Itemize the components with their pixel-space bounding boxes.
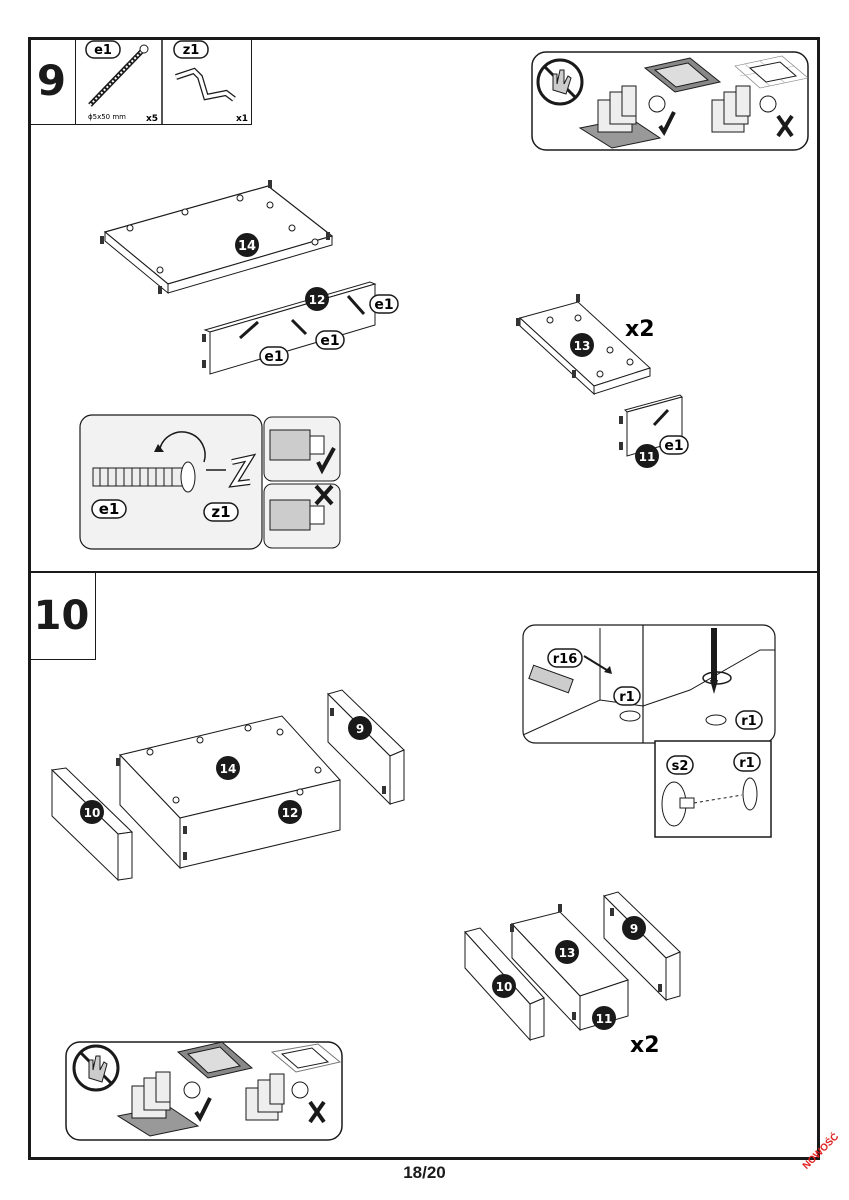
label-e1-b: e1 [320,333,339,349]
label-panel-13-a: 13 [574,339,591,353]
part-e1-qty: x5 [146,114,158,124]
cross-icon [776,114,794,138]
sad-face-icon [759,95,777,113]
checkmark-icon [658,111,676,136]
panel-14-top [100,180,334,295]
label-panel-11-b: 11 [596,1012,613,1026]
part-e1-dimension: ϕ5x50 mm [88,113,126,121]
label-r1-b: r1 [741,714,756,729]
parts-illustration: e1 ϕ5x50 mm x5 z1 x1 [85,37,248,125]
label-panel-14-a: 14 [238,239,256,254]
step-10-number: 10 [28,572,96,660]
label-r1-c: r1 [739,756,754,771]
label-panel-12-b: 12 [282,806,299,820]
smiley-icon [648,95,666,113]
label-panel-11-a: 11 [639,450,656,464]
label-s2: s2 [672,759,689,774]
label-panel-10-b: 10 [496,980,513,994]
section-divider [28,571,820,573]
label-panel-9-a: 9 [356,722,364,736]
label-panel-14-b: 14 [220,762,237,776]
label-x2-b: x2 [630,1033,660,1058]
part-z1-code: z1 [183,43,200,58]
detail-screw-tightening: e1 z1 [79,414,341,550]
label-r16: r16 [553,652,578,667]
detail-label-e1: e1 [99,500,120,518]
label-e1-d: e1 [664,438,683,454]
cross-detail-icon [314,484,334,506]
label-e1-group-a: e1 e1 e1 [259,294,399,366]
panel-12-front [202,281,377,375]
screw-e1-icon [88,44,149,107]
label-r1-a: r1 [619,690,634,705]
label-x2-a: x2 [625,317,655,342]
parts-box: e1 ϕ5x50 mm x5 z1 x1 [76,37,252,125]
detail-label-z1: z1 [211,503,230,521]
label-panel-13-b: 13 [559,946,576,960]
label-panel-9-b: 9 [630,922,638,936]
floor-protection-hint-bottom [65,1041,343,1141]
page-number: 18/20 [403,1163,446,1182]
label-panel-12-a: 12 [309,293,326,307]
floor-protection-hint-top [531,51,809,151]
label-panel-10-a: 10 [84,806,101,820]
step-9-number: 9 [28,37,76,125]
foot-detail: r16 r1 r1 s2 r1 [522,624,776,838]
label-e1-a: e1 [374,297,393,313]
part-z1-qty: x1 [236,114,248,124]
step-10-assembly [50,689,405,882]
checkmark-detail-icon [316,447,336,475]
label-e1-c: e1 [264,349,283,365]
part-e1-code: e1 [94,43,112,58]
step-10-assembly-small [464,891,681,1042]
page-frame [28,37,820,1160]
